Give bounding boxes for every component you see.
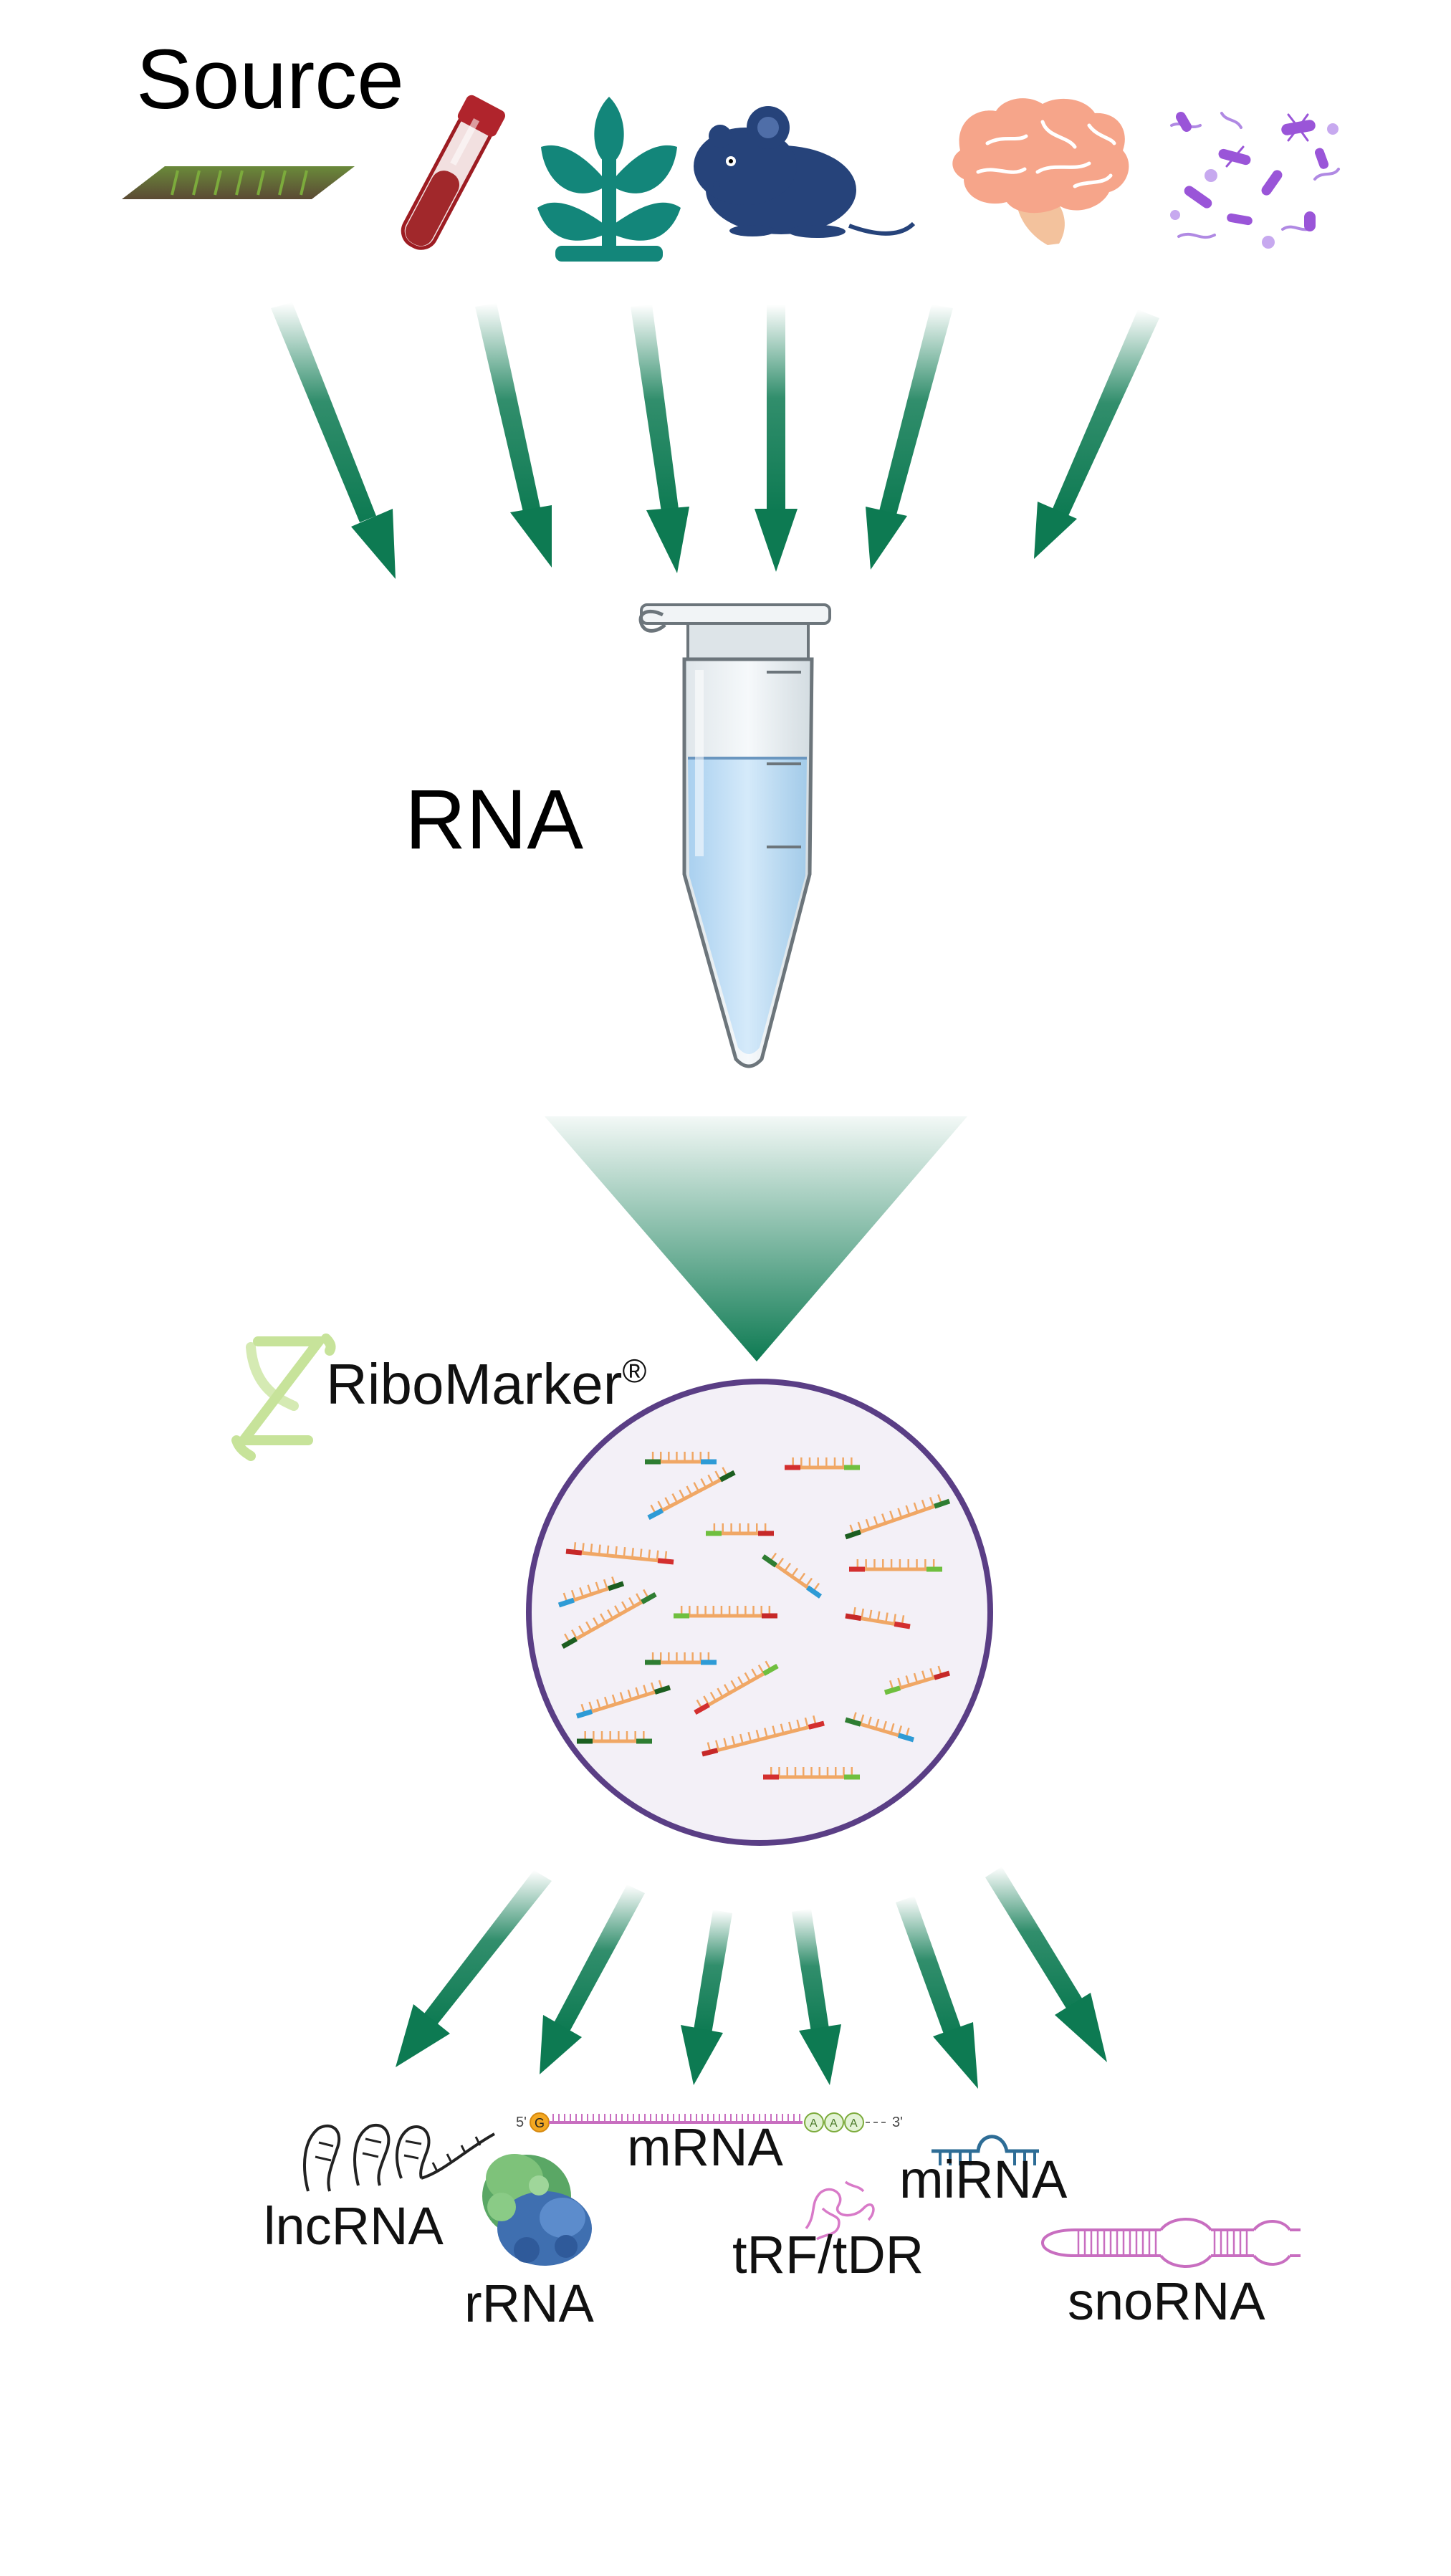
mrna-five-prime: 5': [516, 2115, 527, 2130]
brain-icon: [952, 98, 1129, 245]
mirna-icon: [932, 2135, 1039, 2165]
rna-fragments: [557, 1452, 951, 1780]
arrow-blood: [475, 303, 552, 568]
rna-fragment: [561, 1589, 657, 1649]
output-arrows: [396, 1867, 1107, 2089]
rna-fragment: [849, 1559, 942, 1572]
label-snorna: snoRNA: [1068, 2271, 1265, 2331]
arrow-mouse: [755, 305, 798, 572]
rna-fragment: [845, 1712, 914, 1743]
arrow-field: [271, 302, 396, 579]
label-rrna: rRNA: [464, 2274, 594, 2333]
rna-fragment: [845, 1607, 911, 1629]
mrna-tail-a1: A: [810, 2117, 818, 2130]
blood-tube-icon: [401, 95, 506, 250]
rna-fragment: [763, 1767, 860, 1780]
rna-fragment: [844, 1494, 951, 1540]
arrow-to-trf: [792, 1909, 841, 2085]
rna-fragment: [883, 1665, 951, 1695]
rrna-icon: [482, 2154, 592, 2266]
funnel-arrow: [545, 1116, 967, 1361]
arrow-to-mrna: [681, 1910, 732, 2085]
field-icon: [122, 166, 355, 199]
rna-fragment: [706, 1523, 774, 1536]
arrow-to-rrna: [540, 1885, 645, 2074]
rna-fragment: [577, 1731, 652, 1744]
rna-label: RNA: [405, 772, 584, 867]
rna-fragment: [674, 1606, 777, 1619]
source-label: Source: [136, 32, 404, 127]
arrow-plant: [631, 305, 689, 573]
rna-tube-icon: [638, 603, 831, 1068]
lncrna-icon: [303, 2124, 495, 2192]
plant-icon: [537, 97, 681, 262]
label-trf-tdr: tRF/tDR: [732, 2225, 924, 2284]
source-arrows: [271, 302, 1159, 579]
mrna-tail-a2: A: [830, 2117, 838, 2130]
mrna-three-prime: 3': [892, 2115, 903, 2130]
rna-fragment: [701, 1715, 825, 1757]
brand-text: RiboMarker: [326, 1352, 623, 1416]
arrow-to-mirna: [896, 1896, 978, 2089]
mrna-tail-a3: A: [850, 2117, 858, 2130]
rna-fragment: [647, 1467, 736, 1521]
mouse-icon: [694, 106, 916, 238]
rna-fragment: [557, 1576, 625, 1608]
ribomarker-logo-icon: [231, 1334, 336, 1461]
arrow-to-lncrna: [396, 1870, 552, 2067]
rna-fragment: [575, 1680, 671, 1719]
registered-mark: ®: [622, 1352, 647, 1389]
trf-icon: [805, 2180, 875, 2241]
rna-fragment: [645, 1652, 717, 1665]
arrow-brain: [866, 305, 953, 570]
rna-fragment: [785, 1457, 860, 1470]
label-lncrna: lncRNA: [264, 2196, 444, 2256]
bacteria-icon: [1170, 112, 1340, 249]
snorna-icon: [1041, 2218, 1301, 2268]
rna-fragment: [694, 1660, 779, 1715]
arrow-bacteria: [1034, 310, 1159, 559]
rna-pool-circle: [526, 1379, 993, 1846]
label-mrna: mRNA: [627, 2117, 783, 2177]
rna-fragment: [645, 1452, 717, 1465]
mrna-cap-label: G: [535, 2116, 545, 2130]
arrow-to-snorna: [985, 1867, 1107, 2062]
rna-fragment: [565, 1542, 674, 1565]
rna-fragment: [761, 1552, 823, 1599]
mrna-strand-icon: 5' G A A A 3': [516, 2112, 903, 2132]
label-mirna: miRNA: [899, 2150, 1068, 2209]
brand-name: RiboMarker®: [326, 1354, 646, 1413]
